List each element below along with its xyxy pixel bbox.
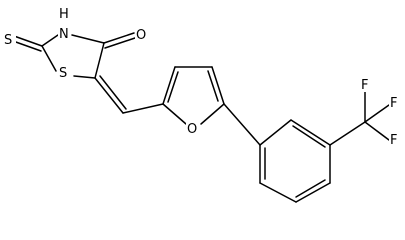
thione-double-bond xyxy=(12,35,43,52)
bond-furan-phenyl xyxy=(223,103,261,146)
bond-c4-c5 xyxy=(94,42,105,79)
furan-ring xyxy=(162,66,225,125)
exocyclic-double-bond xyxy=(94,75,127,114)
bond-n3-c4 xyxy=(71,34,105,44)
molecule-structure-diagram: S H N O S O F F F xyxy=(4,7,398,203)
atom-furan-oxygen: O xyxy=(187,122,197,137)
atom-ring-nitrogen: N xyxy=(59,27,69,42)
trifluoromethyl-group xyxy=(329,89,390,146)
bond-methine-furan xyxy=(122,103,164,114)
atom-nh-hydrogen: H xyxy=(59,7,69,22)
phenyl-ring xyxy=(259,119,331,203)
bond-c2-n3 xyxy=(41,34,59,47)
bond-s1-c2 xyxy=(41,45,57,72)
atom-fluorine-lower: F xyxy=(390,133,397,148)
bond-c5-s1 xyxy=(73,75,96,79)
atom-carbonyl-oxygen: O xyxy=(136,28,146,43)
atom-fluorine-right: F xyxy=(390,96,397,111)
carbonyl-double-bond xyxy=(103,32,136,49)
atom-ring-sulfur: S xyxy=(59,66,67,81)
atom-thione-sulfur: S xyxy=(4,33,12,48)
atom-fluorine-top: F xyxy=(361,78,368,93)
thiazolidinone-ring xyxy=(41,34,105,79)
